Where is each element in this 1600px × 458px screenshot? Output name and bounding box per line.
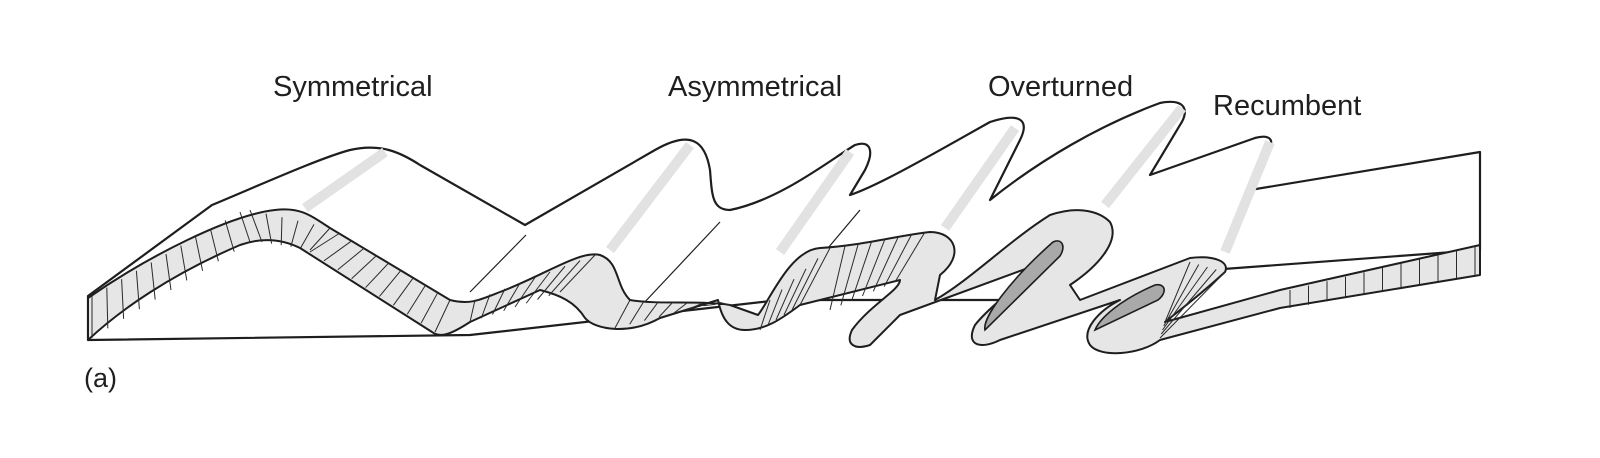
layer-hatching xyxy=(91,209,1476,339)
hatch-tick xyxy=(165,253,172,291)
hatch-tick xyxy=(309,232,341,253)
hatch-tick xyxy=(514,277,536,308)
hatch-tick xyxy=(759,299,771,331)
hatch-tick xyxy=(629,300,645,325)
hatch-tick xyxy=(537,265,566,300)
hatch-tick xyxy=(872,236,899,292)
panel-label: (a) xyxy=(84,363,117,393)
hatch-tick xyxy=(180,245,188,281)
hatch-tick xyxy=(673,302,688,314)
hatch-tick xyxy=(767,289,783,326)
hatch-tick xyxy=(365,262,390,288)
hatch-tick xyxy=(469,299,476,323)
hatch-tick xyxy=(480,294,491,319)
hatch-tick xyxy=(309,227,331,251)
hatch-tick xyxy=(1159,271,1226,339)
hatch-tick xyxy=(106,287,109,329)
hatch-tick xyxy=(265,213,273,244)
hatch-tick xyxy=(851,241,873,301)
hatch-tick xyxy=(135,270,140,310)
hatch-tick xyxy=(559,254,596,293)
hatch-tick xyxy=(379,269,402,297)
hatch-tick xyxy=(351,254,378,280)
hatch-tick xyxy=(548,260,581,297)
hatch-tick xyxy=(323,240,353,262)
hatch-tick xyxy=(644,301,659,321)
hatch-tick xyxy=(406,284,426,315)
hatch-tick xyxy=(883,234,913,287)
hatch-tick xyxy=(299,224,315,249)
label-overturned: Overturned xyxy=(988,71,1133,103)
hatch-tick xyxy=(392,277,414,306)
hatch-tick xyxy=(1164,261,1191,323)
hatch-tick xyxy=(195,237,204,271)
label-symmetrical: Symmetrical xyxy=(273,71,433,103)
hatch-tick xyxy=(791,258,819,311)
fold-core-overturned xyxy=(984,240,1064,332)
hatch-tick xyxy=(434,299,451,333)
hatch-tick xyxy=(121,279,125,319)
hatch-tick xyxy=(420,292,439,324)
hatch-tick xyxy=(614,299,631,329)
hatch-tick xyxy=(775,278,795,321)
hatch-tick xyxy=(783,268,807,316)
hatch-tick xyxy=(224,220,235,252)
fold-core-recumbent xyxy=(1093,283,1165,332)
hatch-tick xyxy=(280,217,283,246)
hatch-tick xyxy=(239,211,251,243)
hatch-tick xyxy=(503,282,521,312)
hinge-shading xyxy=(302,104,1275,255)
folded-layer-section xyxy=(87,208,1481,355)
hatch-tick xyxy=(337,247,365,271)
hatch-tick xyxy=(525,271,551,304)
hatch-tick xyxy=(492,288,506,315)
hatch-tick xyxy=(840,243,859,306)
hatch-tick xyxy=(862,238,886,297)
hatch-tick xyxy=(209,228,219,262)
label-asymmetrical: Asymmetrical xyxy=(668,71,842,103)
hatch-tick xyxy=(290,220,299,247)
hatch-tick xyxy=(1160,269,1217,335)
hatch-tick xyxy=(1162,266,1208,331)
hatch-tick xyxy=(249,209,263,243)
hatch-tick xyxy=(799,247,831,306)
hatch-tick xyxy=(703,303,716,307)
label-recumbent: Recumbent xyxy=(1213,90,1361,122)
hatch-tick xyxy=(894,231,926,283)
hatch-tick xyxy=(717,301,731,306)
hatch-tick xyxy=(150,262,156,300)
hatch-tick xyxy=(1163,264,1200,327)
hatch-tick xyxy=(829,245,846,311)
hatch-tick xyxy=(688,303,702,310)
hatch-tick xyxy=(658,301,674,318)
